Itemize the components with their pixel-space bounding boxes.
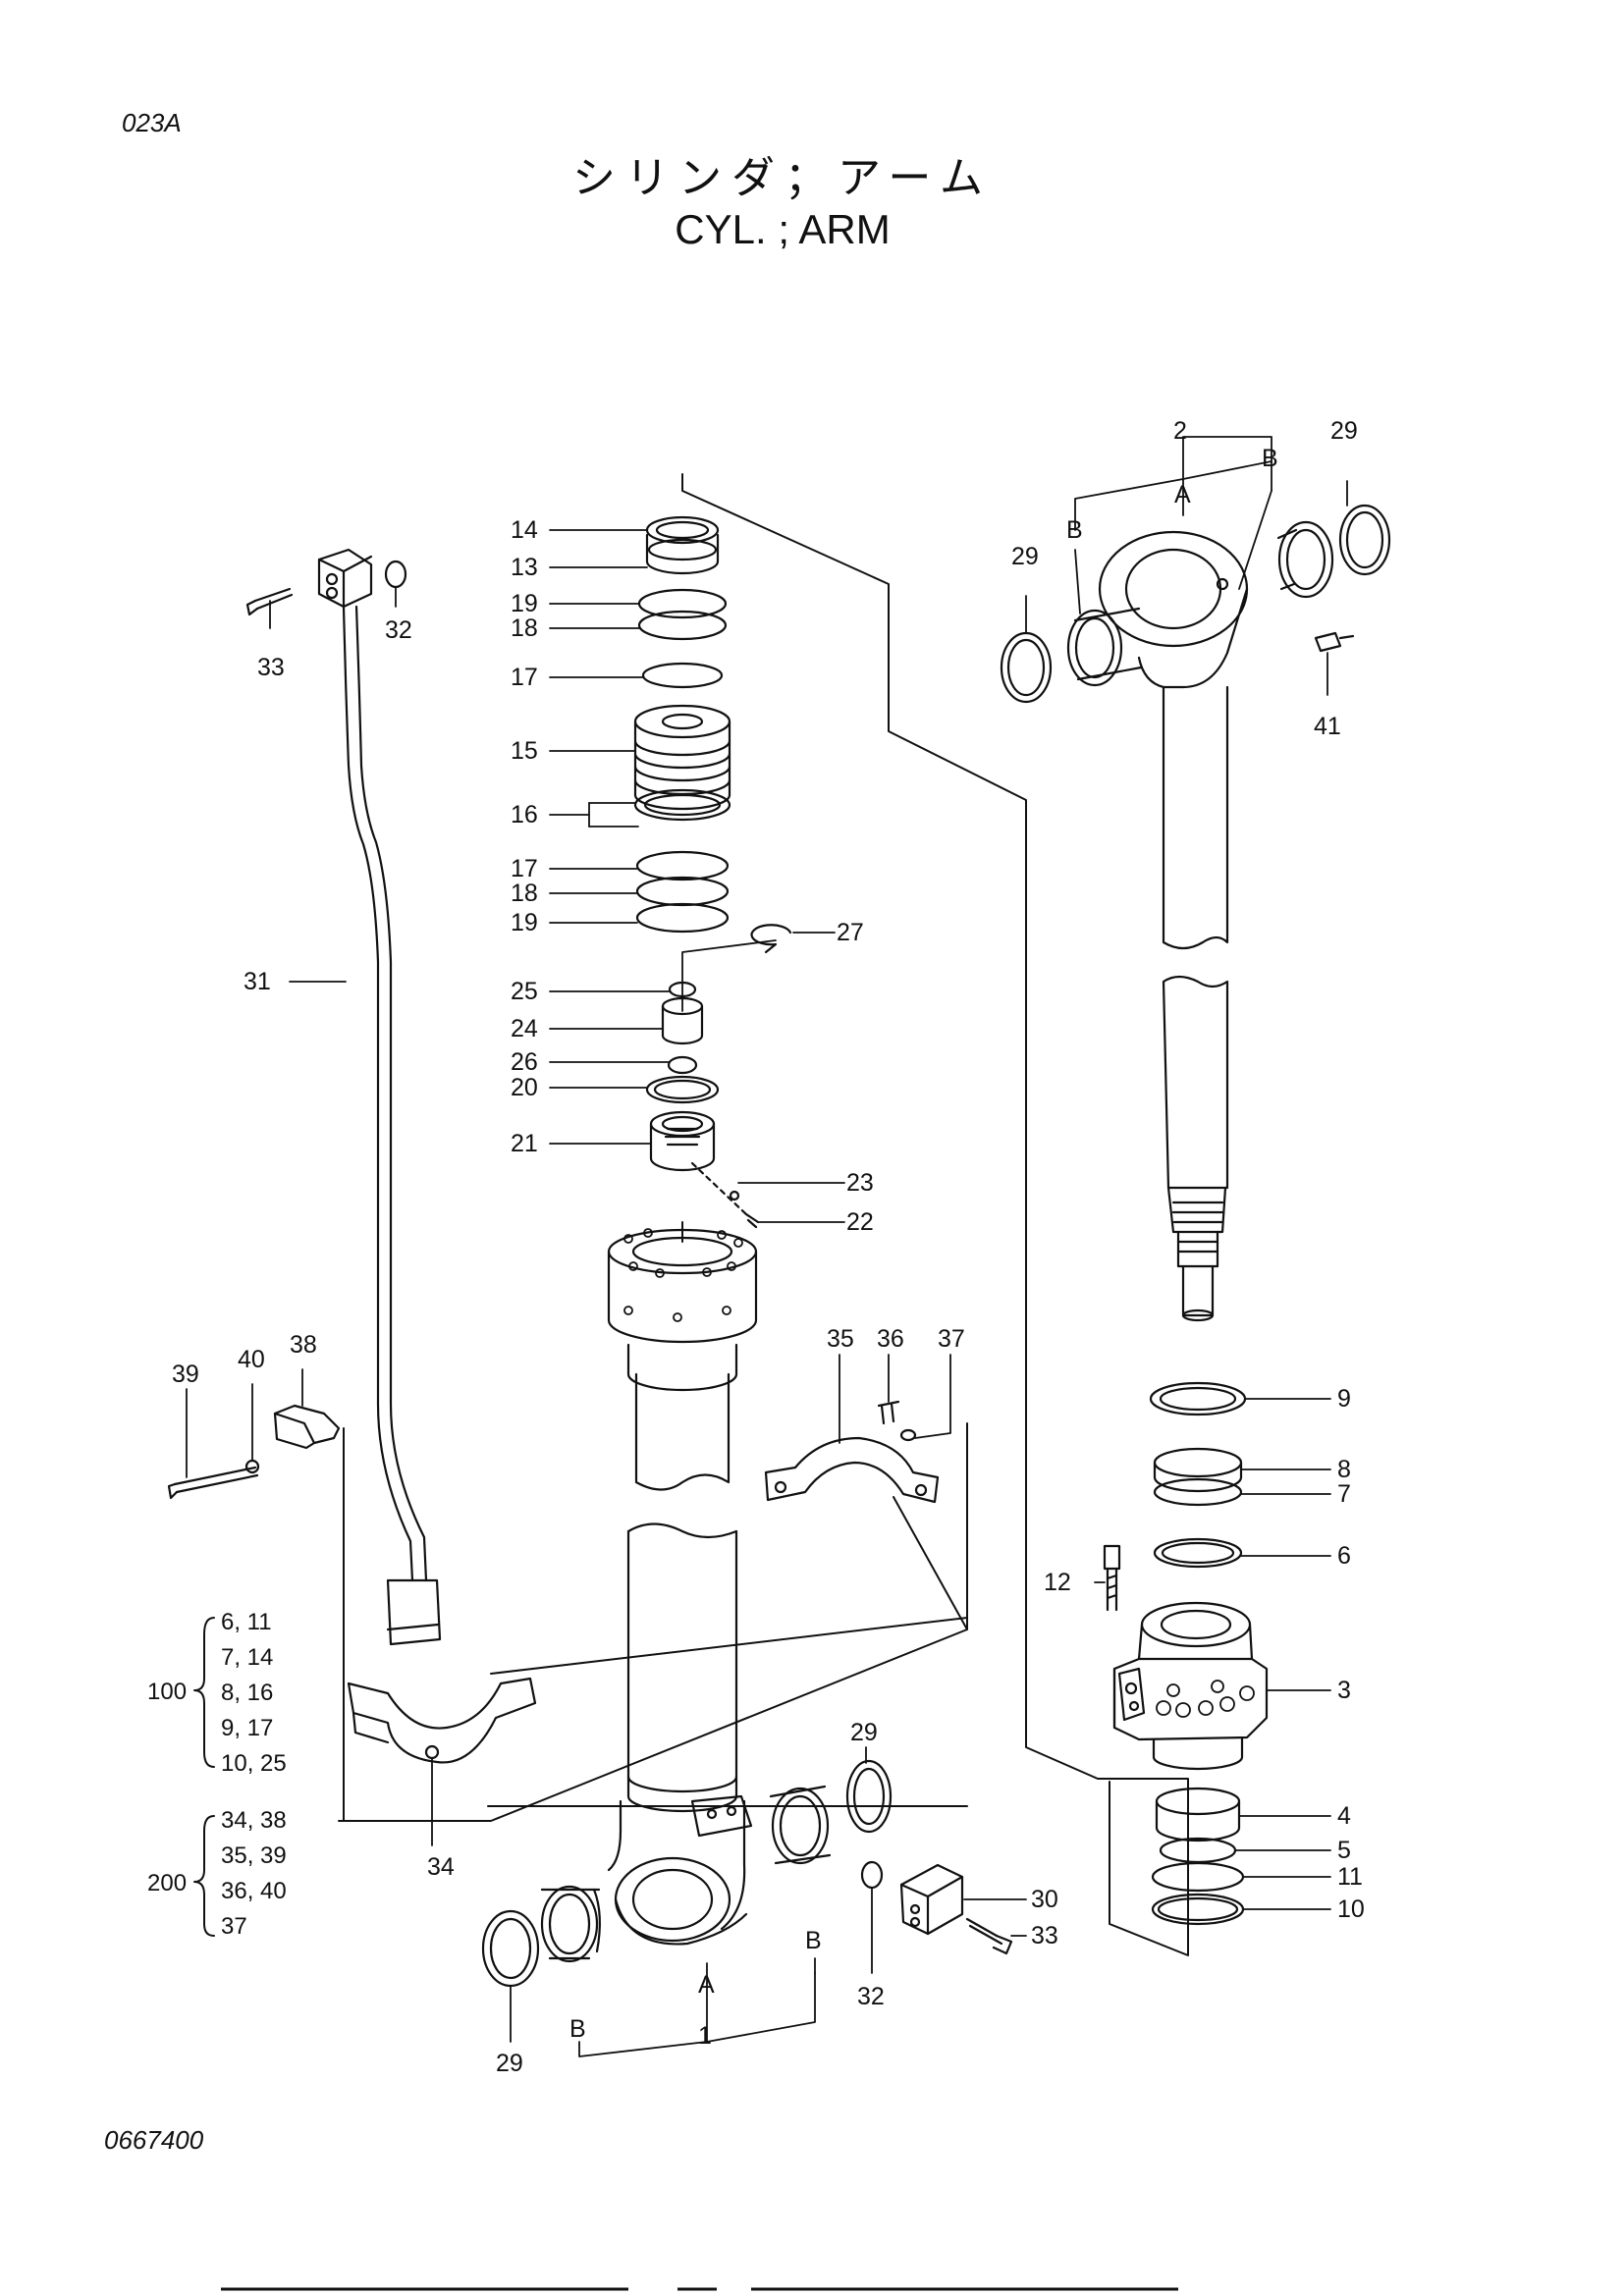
tube-pin-bushings — [481, 1759, 893, 1988]
callout-29-tube-right: 29 — [850, 1719, 878, 1746]
callout-11: 11 — [1337, 1863, 1363, 1891]
callout-31: 31 — [244, 968, 271, 995]
callout-a-tube: A — [698, 1971, 715, 1999]
kit-200: 200 34, 38 35, 39 36, 40 37 — [147, 1807, 287, 1940]
callout-32-center: 32 — [857, 1983, 885, 2010]
callout-18: 18 — [511, 614, 538, 642]
callout-23: 23 — [846, 1169, 874, 1197]
callout-41: 41 — [1314, 713, 1341, 740]
callout-15: 15 — [511, 737, 538, 765]
callout-17: 17 — [511, 664, 538, 691]
callout-29-tube-left: 29 — [496, 2050, 523, 2077]
callout-9: 9 — [1337, 1385, 1351, 1413]
piston-rod-assembly — [1000, 504, 1391, 1322]
callout-37: 37 — [938, 1325, 965, 1353]
callout-32-left: 32 — [385, 616, 412, 644]
callout-20: 20 — [511, 1074, 538, 1101]
cylinder-tube — [607, 1228, 758, 1946]
callout-29-rod-right: 29 — [1330, 417, 1358, 445]
kit-100-item: 6, 11 — [221, 1609, 272, 1635]
callout-4: 4 — [1337, 1802, 1351, 1830]
kit-braces — [193, 1617, 215, 1937]
kit-100-item: 7, 14 — [221, 1644, 273, 1671]
pipe-31 — [245, 548, 442, 1646]
kit-200-label: 200 — [147, 1870, 187, 1896]
callout-16: 16 — [511, 801, 538, 828]
callout-25: 25 — [511, 978, 538, 1005]
callout-b-tube-right: B — [805, 1927, 822, 1954]
callout-1: 1 — [698, 2022, 712, 2050]
kit-200-item: 37 — [221, 1913, 247, 1940]
callout-33-center: 33 — [1031, 1922, 1058, 1949]
piston-parts-stack — [633, 515, 792, 1229]
callout-27: 27 — [837, 919, 864, 946]
callout-10: 10 — [1337, 1896, 1365, 1923]
callout-39: 39 — [172, 1361, 199, 1388]
callout-17b: 17 — [511, 855, 538, 882]
kit-100: 100 6, 11 7, 14 8, 16 9, 17 10, 25 — [147, 1609, 287, 1777]
callout-40: 40 — [238, 1346, 265, 1373]
callout-19: 19 — [511, 590, 538, 617]
callout-33-left: 33 — [257, 654, 285, 681]
callout-2: 2 — [1173, 417, 1187, 445]
callout-13: 13 — [511, 554, 538, 581]
kit-200-item: 35, 39 — [221, 1842, 287, 1869]
callout-22: 22 — [846, 1208, 874, 1236]
callout-30: 30 — [1031, 1886, 1058, 1913]
callout-6: 6 — [1337, 1542, 1351, 1570]
callout-labels: 14 13 19 18 17 15 16 17 18 19 27 25 24 2… — [172, 417, 1365, 2077]
page-code: 023A — [122, 108, 182, 137]
callout-8: 8 — [1337, 1456, 1351, 1483]
callout-b-rod-left: B — [1066, 516, 1083, 544]
callout-19b: 19 — [511, 909, 538, 936]
kit-100-label: 100 — [147, 1679, 187, 1705]
callout-38: 38 — [290, 1331, 317, 1359]
callout-34: 34 — [427, 1853, 455, 1881]
assembly-guide-lines — [338, 473, 1189, 1956]
kit-100-item: 10, 25 — [221, 1750, 287, 1777]
callout-3: 3 — [1337, 1677, 1351, 1704]
drawing-number: 0667400 — [104, 2125, 204, 2155]
callout-18b: 18 — [511, 880, 538, 907]
clamp-34-assembly — [167, 1404, 537, 1764]
callout-35: 35 — [827, 1325, 854, 1353]
callout-5: 5 — [1337, 1837, 1351, 1864]
callout-29-rod-left: 29 — [1011, 543, 1039, 570]
callout-7: 7 — [1337, 1480, 1351, 1508]
clamp-35 — [764, 1400, 940, 1504]
cylinder-head-parts — [1103, 1381, 1269, 1926]
callout-24: 24 — [511, 1015, 538, 1042]
title-japanese: シリンダ；アーム — [571, 153, 994, 203]
callout-21: 21 — [511, 1130, 538, 1157]
callout-12: 12 — [1044, 1569, 1071, 1596]
callout-36: 36 — [877, 1325, 904, 1353]
callout-b-tube-left: B — [569, 2015, 586, 2043]
callout-a-rod: A — [1174, 481, 1191, 508]
callout-14: 14 — [511, 516, 538, 544]
callout-26: 26 — [511, 1048, 538, 1076]
port-flange-30 — [899, 1863, 1013, 1955]
title-english: CYL. ; ARM — [675, 206, 891, 252]
callout-b-rod-right: B — [1262, 445, 1278, 472]
kit-200-item: 34, 38 — [221, 1807, 287, 1834]
kit-200-item: 36, 40 — [221, 1878, 287, 1904]
kit-100-item: 8, 16 — [221, 1680, 273, 1706]
leader-lines — [186, 436, 1348, 2057]
kit-100-item: 9, 17 — [221, 1715, 273, 1741]
